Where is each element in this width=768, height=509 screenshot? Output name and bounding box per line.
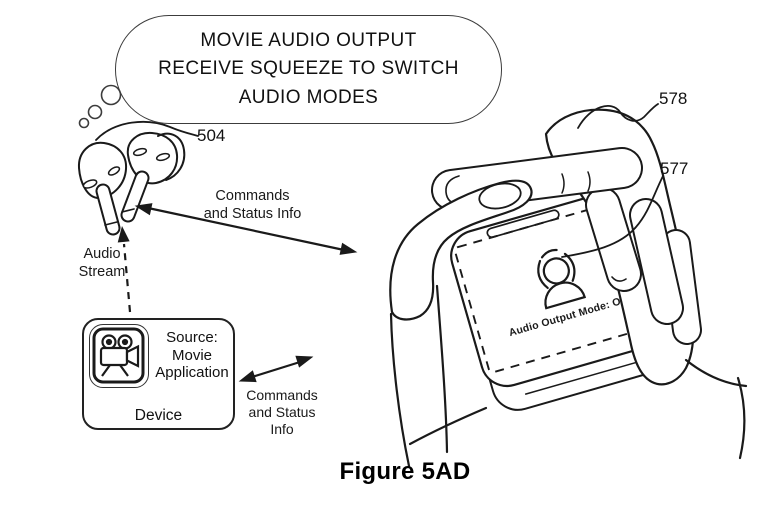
source-line2: Movie [150, 347, 234, 365]
movie-camera-icon [90, 325, 147, 386]
source-line3: Application [150, 364, 234, 382]
ref-label-hand: 578 [659, 89, 687, 109]
audio-stream-label: Audio Stream [70, 246, 134, 281]
commands-status-label-bottom: Commands and Status Info [237, 387, 327, 438]
commands-status-label-top: Commands and Status Info [180, 188, 325, 223]
commands-bottom-line3: Info [237, 421, 327, 438]
commands-arrow-device [238, 352, 313, 386]
source-line1: Source: [150, 329, 234, 347]
bubble-line-2: RECEIVE SQUEEZE TO SWITCH [158, 55, 459, 84]
bubble-line-1: MOVIE AUDIO OUTPUT [200, 27, 416, 56]
source-text: Source: Movie Application [150, 329, 234, 382]
ref-label-earbuds: 504 [197, 126, 225, 146]
commands-top-line2: and Status Info [180, 206, 325, 224]
earbuds-icon [79, 133, 184, 228]
commands-bottom-line2: and Status [237, 404, 327, 421]
bubble-line-3: AUDIO MODES [239, 84, 379, 113]
device-label: Device [84, 407, 233, 425]
device-box: Source: Movie Application Device [82, 318, 235, 430]
audio-stream-line1: Audio [70, 246, 134, 264]
thought-bubble: MOVIE AUDIO OUTPUT RECEIVE SQUEEZE TO SW… [115, 15, 502, 124]
commands-bottom-line1: Commands [237, 387, 327, 404]
figure-caption: Figure 5AD [305, 458, 505, 486]
commands-top-line1: Commands [180, 188, 325, 206]
thought-bubble-trail-icon [80, 86, 121, 128]
movie-app-icon [89, 324, 149, 388]
ref-label-screen-region: 577 [660, 159, 688, 179]
audio-stream-line2: Stream [70, 264, 134, 282]
